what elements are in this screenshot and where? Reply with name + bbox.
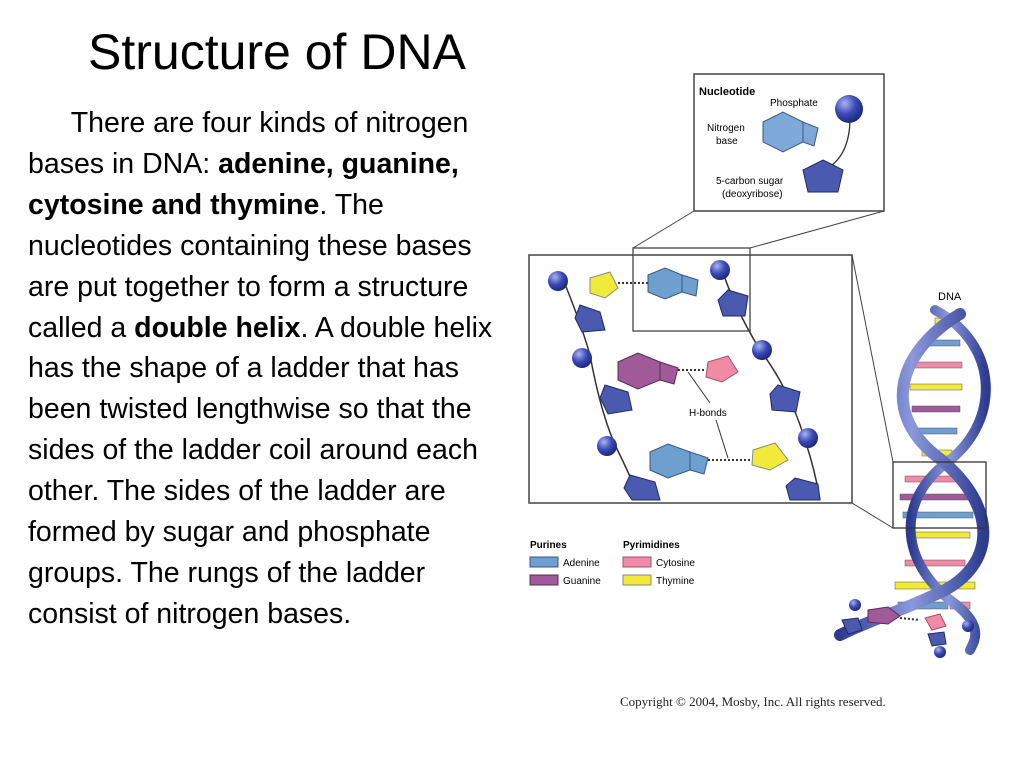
slide-title: Structure of DNA bbox=[88, 24, 466, 80]
dna-label: DNA bbox=[938, 291, 962, 303]
adenine-label: Adenine bbox=[563, 558, 600, 569]
ladder-zoom-box: H-bonds bbox=[528, 247, 853, 504]
sugar-label-1: 5-carbon sugar bbox=[716, 176, 784, 187]
guanine-label: Guanine bbox=[563, 576, 601, 587]
purines-heading: Purines bbox=[530, 540, 567, 551]
thymine-swatch bbox=[622, 574, 652, 586]
double-helix-bold-text: double helix bbox=[134, 311, 301, 344]
nucleotide-box: Nucleotide Phosphate Nitrogen base 5-car… bbox=[693, 73, 885, 212]
dna-double-helix: DNA bbox=[834, 291, 991, 658]
base-legend: Purines Pyrimidines Adenine Cytosine Gua… bbox=[529, 540, 695, 587]
cytosine-swatch bbox=[622, 556, 652, 568]
body-text-part-2: . The nucleotides containing these bases… bbox=[28, 188, 472, 344]
bases-bold-text: adenine, guanine, cytosine and thymine bbox=[28, 147, 459, 221]
hbonds-label: H-bonds bbox=[689, 408, 727, 419]
phosphate-label: Phosphate bbox=[770, 98, 818, 109]
thymine-label: Thymine bbox=[656, 576, 695, 587]
phosphate-ball-icon bbox=[835, 95, 863, 123]
sugar-pentagon-icon bbox=[802, 159, 844, 193]
zoom-connector-lines bbox=[632, 210, 894, 529]
sugar-label-2: (deoxyribose) bbox=[722, 189, 783, 200]
nitrogen-base-label-1: Nitrogen bbox=[707, 123, 745, 134]
copyright-text: Copyright © 2004, Mosby, Inc. All rights… bbox=[620, 694, 886, 709]
nitrogen-base-label-2: base bbox=[716, 136, 738, 147]
body-text-part-3: . A double helix has the shape of a ladd… bbox=[28, 311, 493, 630]
cytosine-label: Cytosine bbox=[656, 558, 695, 569]
body-text: There are four kinds of nitrogen bases i… bbox=[28, 103, 506, 635]
pyrimidines-heading: Pyrimidines bbox=[623, 540, 680, 551]
adenine-swatch bbox=[529, 556, 559, 568]
guanine-swatch bbox=[529, 574, 559, 586]
nucleotide-title: Nucleotide bbox=[699, 86, 755, 98]
body-text-part-1: There are four kinds of nitrogen bases i… bbox=[28, 107, 469, 180]
